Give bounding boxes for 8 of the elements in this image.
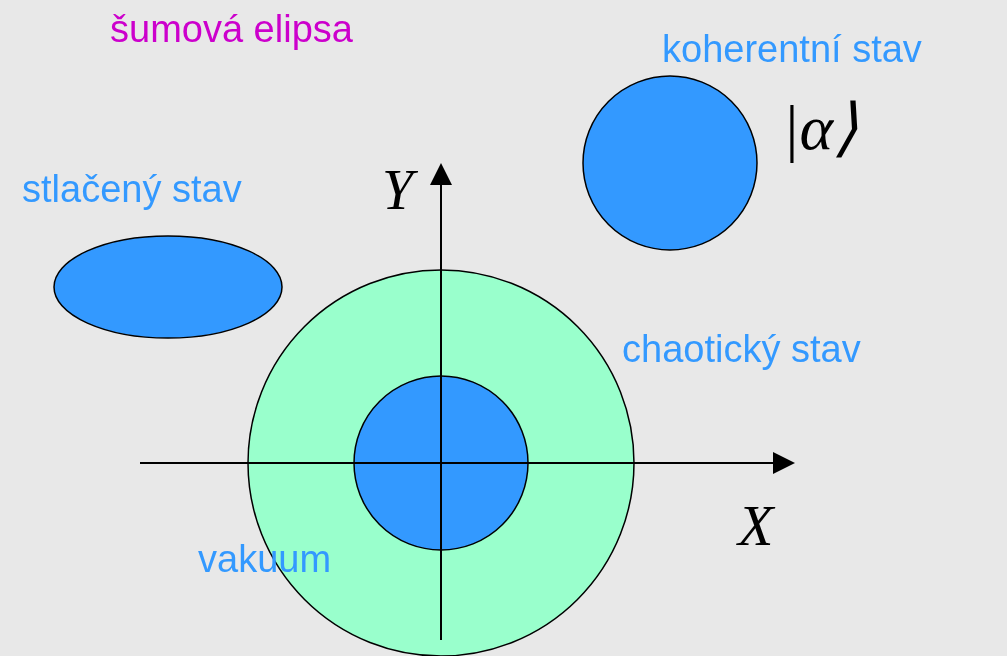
title-label: šumová elipsa [110,10,353,48]
state-label: koherentní stav [662,30,922,68]
squeezed-state-ellipse [53,235,283,339]
state-label: chaotický stav [622,330,861,368]
coherent-state-circle [582,75,758,251]
axis-label: X [738,497,774,555]
vacuum-circle [353,375,529,551]
state-label: stlačený stav [22,170,242,208]
